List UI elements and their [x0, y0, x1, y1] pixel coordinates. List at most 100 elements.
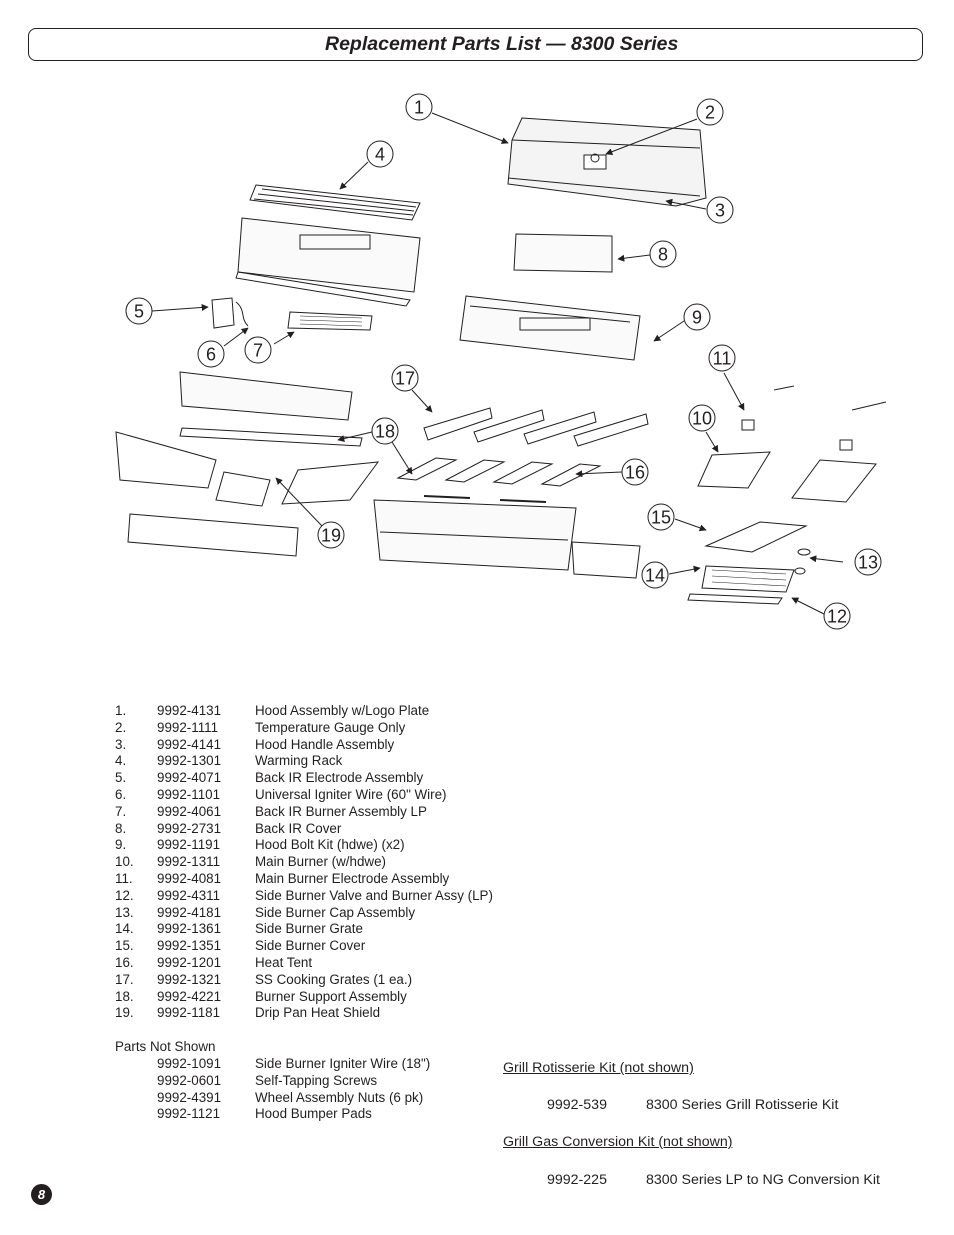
part-description: Self-Tapping Screws	[255, 1072, 378, 1088]
callout-number: 10	[692, 409, 712, 429]
part-description: Side Burner Cover	[255, 938, 366, 954]
firebox-drawing	[459, 295, 641, 361]
conversion-kit-part-number: 9992-225	[547, 1172, 607, 1188]
part-description: Heat Tent	[255, 954, 313, 970]
callout-number: 11	[713, 349, 732, 369]
part-number: 9992-1191	[157, 837, 221, 853]
callout-10: 10	[688, 404, 716, 432]
item-number: 11.	[115, 870, 133, 886]
part-number: 9992-1361	[157, 921, 222, 937]
back-panel-drawing	[235, 217, 421, 307]
parts-not-shown-heading: Parts Not Shown	[115, 1039, 216, 1054]
callout-number: 2	[705, 103, 715, 123]
callout-7: 7	[244, 336, 272, 364]
part-number: 9992-1201	[157, 954, 222, 970]
part-number: 9992-1181	[157, 1005, 221, 1021]
callout-5: 5	[125, 297, 153, 325]
part-description: Side Burner Valve and Burner Assy (LP)	[255, 887, 493, 903]
callout-2: 2	[696, 98, 724, 126]
back-ir-cover-drawing	[513, 233, 613, 273]
callout-number: 12	[827, 607, 847, 627]
rotisserie-kit-heading: Grill Rotisserie Kit (not shown)	[503, 1060, 694, 1076]
callout-number: 1	[414, 98, 424, 118]
callout-number: 9	[692, 308, 702, 328]
part-description: Hood Assembly w/Logo Plate	[255, 703, 430, 718]
part-number: 9992-2731	[157, 820, 222, 836]
callout-number: 5	[134, 302, 144, 322]
callout-17: 17	[391, 364, 419, 392]
item-number: 19.	[115, 1005, 134, 1021]
item-number: 15.	[115, 938, 134, 954]
heat-tents-drawing	[396, 457, 602, 487]
grill-base-drawing	[373, 495, 577, 571]
callout-14: 14	[641, 561, 669, 589]
part-description: Warming Rack	[255, 753, 343, 769]
callout-4: 4	[366, 140, 394, 168]
conversion-kit-description: 8300 Series LP to NG Conversion Kit	[646, 1172, 880, 1188]
item-number: 3.	[115, 736, 127, 752]
item-number: 4.	[115, 753, 127, 769]
callout-number: 17	[395, 369, 415, 389]
item-number: 7.	[115, 803, 127, 819]
item-number: 9.	[115, 837, 127, 853]
callout-12: 12	[823, 602, 851, 630]
part-description: Back IR Electrode Assembly	[255, 770, 424, 786]
callout-number: 6	[206, 345, 216, 365]
side-shelf-drawing	[115, 371, 380, 557]
rotisserie-kit-description: 8300 Series Grill Rotisserie Kit	[646, 1097, 839, 1113]
callout-13: 13	[854, 548, 882, 576]
callout-number: 15	[651, 508, 671, 528]
part-description: Wheel Assembly Nuts (6 pk)	[255, 1089, 424, 1105]
item-number: 1.	[115, 703, 127, 718]
callout-18: 18	[371, 417, 399, 445]
callout-19: 19	[317, 521, 345, 549]
part-number: 9992-4131	[157, 703, 222, 718]
part-number: 9992-1111	[157, 719, 219, 735]
rotisserie-kit-part-number: 9992-539	[547, 1097, 607, 1113]
part-number: 9992-1311	[157, 854, 221, 870]
ir-electrode-drawing	[211, 297, 249, 329]
part-description: Temperature Gauge Only	[255, 719, 406, 735]
callout-number: 14	[645, 566, 665, 586]
part-number: 9992-4311	[157, 887, 221, 903]
part-number: 9992-4141	[157, 736, 222, 752]
callout-number: 13	[858, 553, 878, 573]
callout-number: 8	[658, 245, 668, 265]
part-description: SS Cooking Grates (1 ea.)	[255, 971, 413, 987]
part-number: 9992-4181	[157, 904, 222, 920]
exploded-parts-diagram: 1 2 3 4 5 6 7 8 9 10 11 12 13 14 15 16 1…	[115, 93, 887, 630]
part-number: 9992-4061	[157, 803, 222, 819]
part-description: Back IR Cover	[255, 820, 342, 836]
part-description: Side Burner Grate	[255, 921, 363, 937]
callout-6: 6	[197, 340, 225, 368]
item-number: 16.	[115, 954, 134, 970]
part-number: 9992-4391	[157, 1089, 222, 1105]
callout-3: 3	[706, 196, 734, 224]
item-number: 6.	[115, 786, 127, 802]
callout-8: 8	[649, 240, 677, 268]
callout-number: 3	[715, 201, 725, 221]
part-number: 9992-4071	[157, 770, 222, 786]
part-description: Hood Bumper Pads	[255, 1106, 372, 1122]
callout-number: 7	[253, 341, 263, 361]
part-number: 9992-0601	[157, 1072, 222, 1088]
part-number: 9992-1301	[157, 753, 222, 769]
conversion-kit-heading: Grill Gas Conversion Kit (not shown)	[503, 1134, 733, 1150]
callout-number: 19	[321, 526, 341, 546]
callout-number: 4	[375, 145, 385, 165]
callout-number: 16	[625, 463, 645, 483]
part-description: Hood Bolt Kit (hdwe) (x2)	[255, 837, 405, 853]
part-description: Drip Pan Heat Shield	[255, 1005, 381, 1021]
leader-lines	[151, 112, 844, 615]
callout-9: 9	[683, 303, 711, 331]
hood-assembly-drawing	[507, 117, 707, 207]
item-number: 12.	[115, 887, 134, 903]
main-burners-drawing	[697, 385, 887, 503]
cooking-grates-drawing	[423, 407, 649, 447]
item-number: 17.	[115, 971, 134, 987]
title-box: Replacement Parts List — 8300 Series	[28, 28, 923, 61]
callout-number: 18	[375, 422, 395, 442]
page-title: Replacement Parts List — 8300 Series	[325, 33, 679, 55]
part-description: Universal Igniter Wire (60" Wire)	[255, 786, 447, 802]
part-description: Side Burner Igniter Wire (18")	[255, 1056, 431, 1071]
